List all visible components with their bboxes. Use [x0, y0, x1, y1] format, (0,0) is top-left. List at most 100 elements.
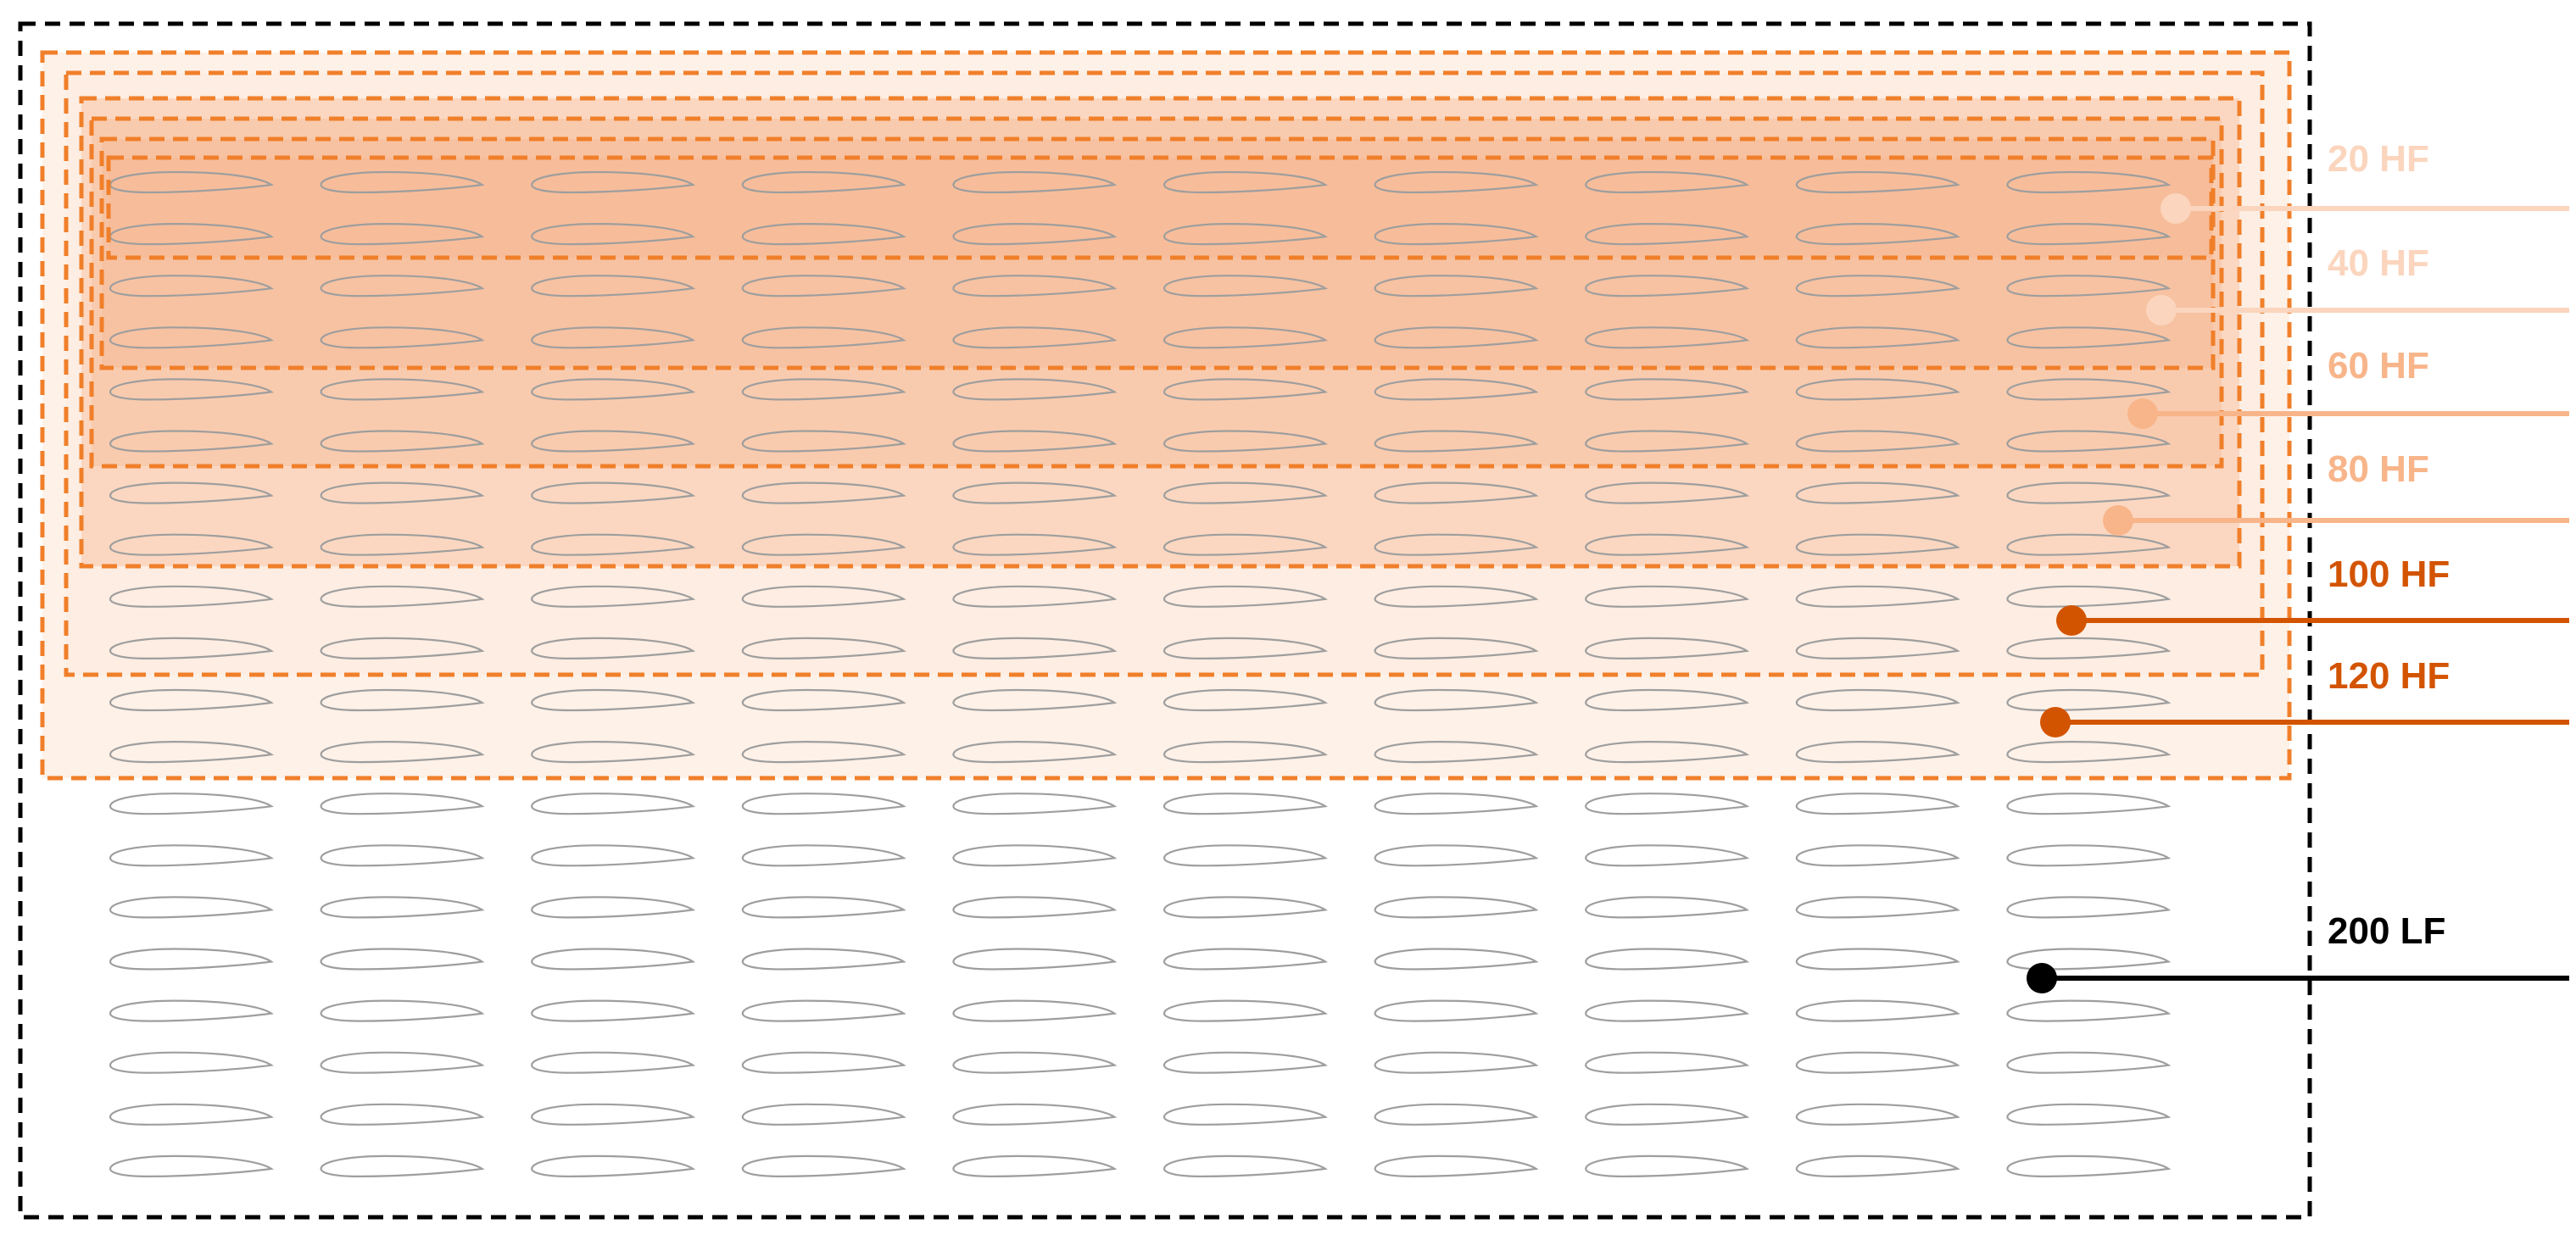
airfoil — [1795, 585, 1960, 608]
set-label: 120 HF — [2328, 655, 2450, 697]
set-label: 60 HF — [2328, 345, 2429, 387]
marker-dot — [2056, 605, 2087, 636]
airfoil — [1163, 326, 1328, 349]
airfoil — [741, 1154, 906, 1178]
airfoil — [109, 948, 274, 971]
set-marker-60-hf: 60 HF — [2127, 345, 2569, 429]
airfoil — [2006, 1103, 2172, 1126]
set-marker-200-lf: 200 LF — [2027, 910, 2569, 993]
airfoil — [1585, 326, 1750, 349]
airfoil — [741, 999, 906, 1022]
airfoil — [952, 585, 1118, 608]
airfoil — [1163, 999, 1328, 1022]
airfoil — [741, 378, 906, 401]
airfoil — [531, 637, 696, 660]
airfoil — [320, 585, 485, 608]
airfoil — [952, 844, 1118, 867]
marker-dot — [2127, 398, 2158, 429]
airfoil — [320, 793, 485, 815]
airfoil — [741, 1103, 906, 1126]
airfoil — [1585, 948, 1750, 971]
airfoil — [1585, 896, 1750, 919]
airfoil — [531, 481, 696, 504]
airfoil — [1374, 637, 1539, 660]
airfoil — [1585, 430, 1750, 453]
airfoil — [1374, 533, 1539, 556]
airfoil — [1374, 223, 1539, 246]
airfoil — [320, 275, 485, 298]
airfoil — [952, 170, 1118, 194]
airfoil — [1374, 999, 1539, 1022]
airfoil — [2006, 896, 2172, 919]
airfoil — [1795, 326, 1960, 349]
airfoil — [109, 793, 274, 815]
airfoil — [952, 275, 1118, 298]
airfoil — [1585, 740, 1750, 764]
hf-set-fill-20 — [109, 158, 2211, 258]
airfoil — [2006, 1154, 2172, 1178]
airfoil — [1163, 844, 1328, 867]
airfoil — [1374, 1103, 1539, 1126]
airfoil — [531, 948, 696, 971]
airfoil — [1585, 844, 1750, 867]
airfoil — [1163, 1154, 1328, 1178]
airfoil — [531, 430, 696, 453]
set-marker-80-hf: 80 HF — [2103, 448, 2569, 536]
airfoil — [2006, 688, 2172, 712]
airfoil — [1585, 637, 1750, 660]
airfoil — [952, 326, 1118, 349]
airfoil — [109, 1103, 274, 1126]
airfoil — [952, 793, 1118, 815]
airfoil — [1374, 430, 1539, 453]
airfoil — [320, 326, 485, 349]
airfoil — [2006, 378, 2172, 401]
airfoil — [320, 740, 485, 764]
airfoil — [320, 1154, 485, 1178]
hf-set-border-20 — [106, 155, 2214, 260]
airfoil — [320, 896, 485, 919]
airfoil — [531, 1051, 696, 1074]
set-marker-100-hf: 100 HF — [2056, 554, 2569, 636]
airfoil — [741, 844, 906, 867]
airfoil — [1795, 275, 1960, 298]
airfoil — [952, 896, 1118, 919]
airfoil — [952, 688, 1118, 712]
set-label: 200 LF — [2328, 910, 2445, 952]
airfoil — [320, 637, 485, 660]
airfoil — [1374, 1051, 1539, 1074]
set-label: 100 HF — [2328, 554, 2450, 595]
airfoil — [1374, 1154, 1539, 1178]
airfoil — [741, 1051, 906, 1074]
airfoil — [741, 948, 906, 971]
airfoil — [2006, 430, 2172, 453]
airfoil — [952, 740, 1118, 764]
airfoil — [109, 326, 274, 349]
airfoil — [1163, 740, 1328, 764]
airfoil — [531, 844, 696, 867]
airfoil — [320, 481, 485, 504]
airfoil — [320, 688, 485, 712]
airfoil — [109, 533, 274, 556]
airfoil — [109, 170, 274, 194]
airfoil — [952, 430, 1118, 453]
airfoil — [1374, 378, 1539, 401]
airfoil — [531, 170, 696, 194]
airfoil — [1585, 275, 1750, 298]
airfoil — [741, 637, 906, 660]
airfoil — [741, 688, 906, 712]
airfoil — [741, 533, 906, 556]
airfoil — [109, 481, 274, 504]
airfoil — [531, 1103, 696, 1126]
airfoil — [531, 896, 696, 919]
airfoil — [952, 948, 1118, 971]
airfoil — [1795, 533, 1960, 556]
airfoil — [320, 170, 485, 194]
airfoil — [952, 637, 1118, 660]
set-marker-120-hf: 120 HF — [2040, 655, 2569, 737]
airfoil — [952, 999, 1118, 1022]
airfoil — [1795, 948, 1960, 971]
airfoil — [1163, 688, 1328, 712]
hf-set-border-100 — [64, 70, 2265, 677]
airfoil — [531, 740, 696, 764]
